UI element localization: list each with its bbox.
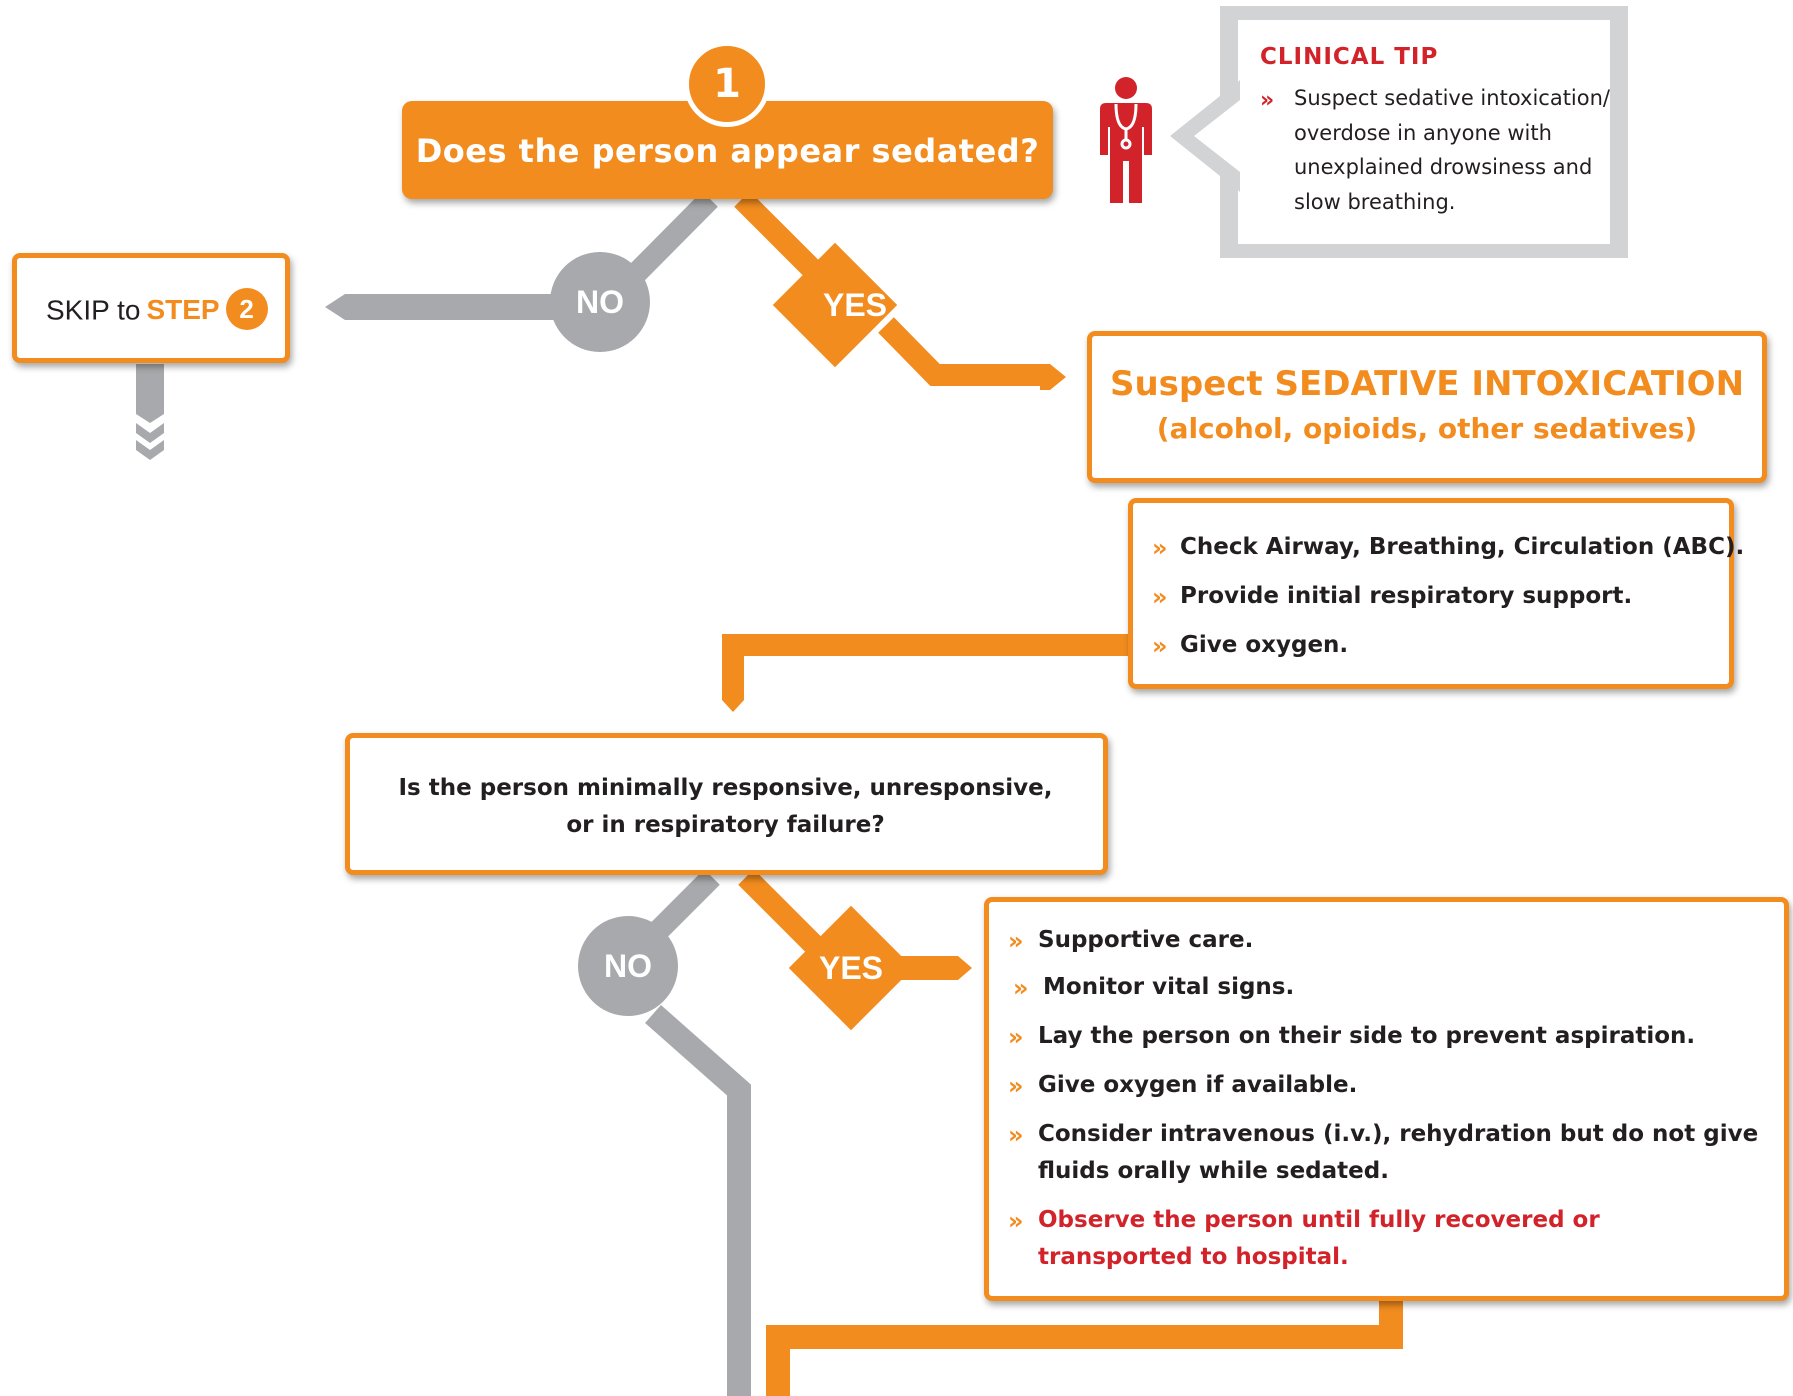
care-action-warning-continued: transported to hospital. bbox=[1038, 1244, 1349, 1270]
care-actions-box bbox=[984, 897, 1789, 1301]
yes-marker-q2: YES bbox=[818, 950, 884, 986]
suspect-arrow-head bbox=[1040, 364, 1066, 390]
clinical-tip-line: slow breathing. bbox=[1294, 190, 1456, 214]
skip-prefix: SKIP to bbox=[46, 294, 141, 326]
double-chevron-icon: » bbox=[1008, 1207, 1024, 1235]
clinical-tip-line: overdose in anyone with bbox=[1294, 121, 1552, 145]
care-action: Lay the person on their side to prevent … bbox=[1038, 1023, 1696, 1049]
actions-to-q2-connector bbox=[722, 634, 1130, 700]
question2-line: or in respiratory failure? bbox=[566, 812, 885, 838]
question2-line: Is the person minimally responsive, unre… bbox=[398, 775, 1053, 801]
care-action: Monitor vital signs. bbox=[1043, 974, 1295, 1000]
double-chevron-icon bbox=[136, 423, 164, 460]
no-connector-q2-bottom bbox=[645, 1005, 751, 1396]
care-action-warning: Observe the person until fully recovered… bbox=[1038, 1207, 1600, 1233]
care-to-next-connector bbox=[766, 1300, 1403, 1396]
clinical-tip-panel bbox=[1238, 20, 1610, 244]
skip-step-word: STEP bbox=[146, 294, 220, 326]
double-chevron-icon: » bbox=[1152, 583, 1168, 611]
suspect-box bbox=[1087, 331, 1767, 483]
skip-arrow bbox=[325, 294, 560, 320]
initial-action: Check Airway, Breathing, Circulation (AB… bbox=[1180, 534, 1745, 560]
skip-step-number: 2 bbox=[225, 288, 268, 330]
double-chevron-icon: » bbox=[1008, 1121, 1024, 1149]
care-arrow-head bbox=[896, 956, 972, 980]
step1-question: Does the person appear sedated? bbox=[415, 132, 1040, 170]
yes-marker-step1: YES bbox=[822, 287, 888, 323]
callout-pointer bbox=[1170, 80, 1240, 192]
skip-stem bbox=[136, 364, 164, 414]
double-chevron-icon: » bbox=[1008, 1072, 1024, 1100]
care-action-continued: fluids orally while sedated. bbox=[1038, 1158, 1389, 1184]
yes-to-suspect-connector bbox=[878, 317, 1040, 386]
suspect-title: Suspect SEDATIVE INTOXICATION bbox=[1109, 364, 1745, 404]
clinical-tip-title: CLINICAL TIP bbox=[1260, 44, 1439, 70]
double-chevron-icon: » bbox=[1152, 632, 1168, 660]
q2-arrow-head bbox=[722, 700, 744, 712]
no-marker-step1: NO bbox=[550, 252, 650, 352]
step1-number-badge: 1 bbox=[684, 41, 770, 127]
clinical-tip-frame bbox=[1220, 6, 1628, 258]
double-chevron-icon: » bbox=[1152, 534, 1168, 562]
initial-action: Provide initial respiratory support. bbox=[1180, 583, 1633, 609]
double-chevron-icon: » bbox=[1013, 974, 1029, 1002]
double-chevron-icon: » bbox=[1008, 927, 1024, 955]
question2-box bbox=[345, 733, 1108, 875]
suspect-subtitle: (alcohol, opioids, other sedatives) bbox=[1156, 412, 1698, 445]
care-action: Consider intravenous (i.v.), rehydration… bbox=[1038, 1121, 1759, 1147]
clinical-tip-line: Suspect sedative intoxication/ bbox=[1294, 86, 1610, 110]
double-chevron-icon: » bbox=[1008, 1023, 1024, 1051]
clinical-tip-line: unexplained drowsiness and bbox=[1294, 155, 1593, 179]
skip-stem-point bbox=[136, 414, 164, 423]
no-marker-q2: NO bbox=[578, 916, 678, 1016]
initial-actions-box bbox=[1128, 498, 1734, 689]
care-action: Supportive care. bbox=[1038, 927, 1254, 953]
care-action: Give oxygen if available. bbox=[1038, 1072, 1358, 1098]
clinical-tip-bullet-icon: » bbox=[1260, 88, 1275, 113]
initial-action: Give oxygen. bbox=[1180, 632, 1349, 658]
doctor-stethoscope-icon bbox=[1100, 77, 1152, 203]
yes-connector-q2 bbox=[738, 869, 833, 964]
